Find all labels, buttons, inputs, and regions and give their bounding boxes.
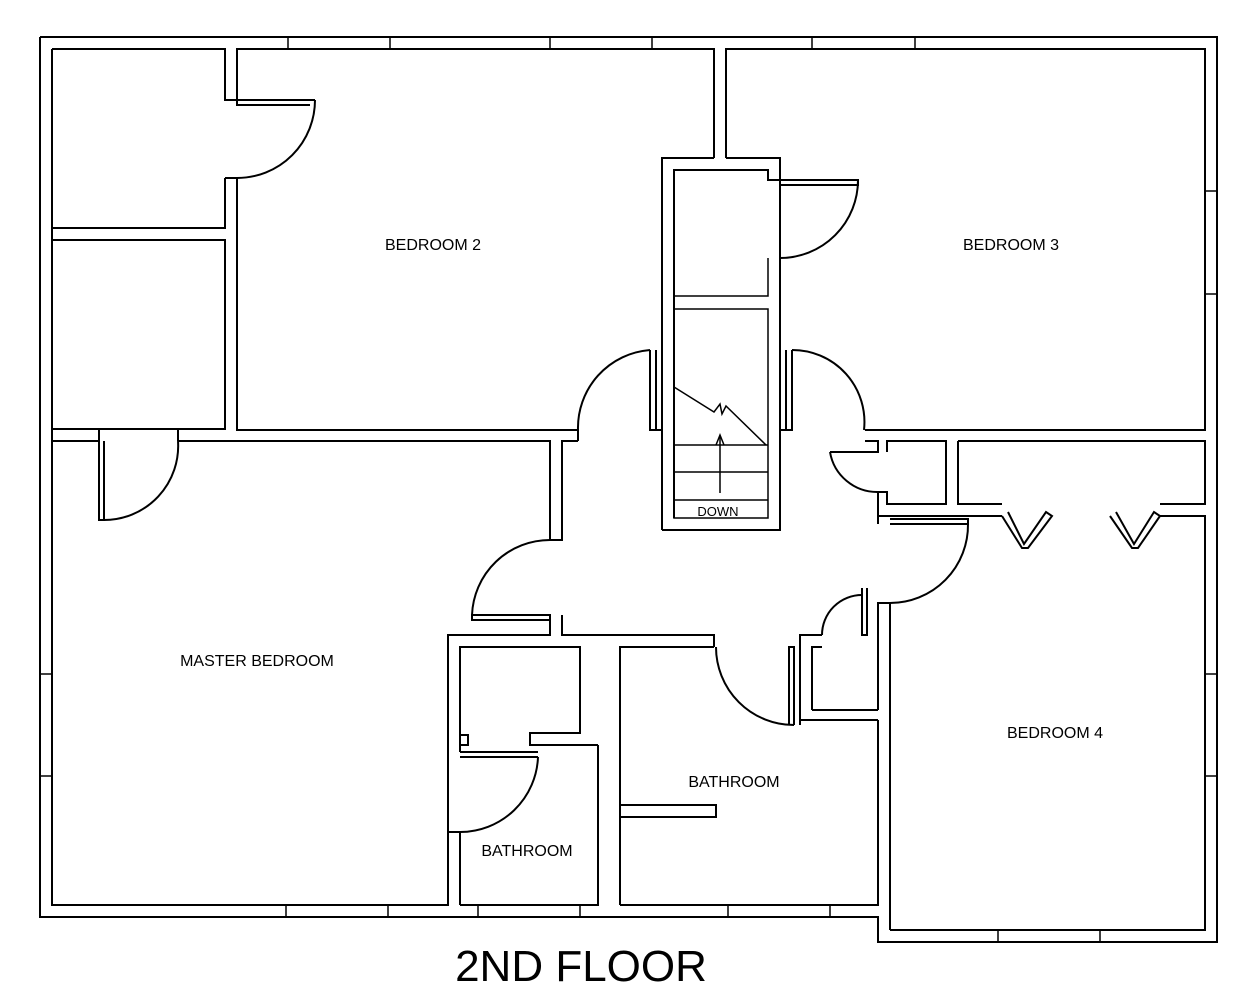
left-closets — [51, 99, 578, 431]
room-label-bedroom-3: BEDROOM 3 — [963, 237, 1059, 254]
window-marks — [40, 37, 1217, 942]
floor-title: 2ND FLOOR — [455, 942, 707, 991]
hall-bath-walls — [619, 634, 878, 905]
stair-doors — [576, 348, 866, 441]
exterior-walls — [39, 36, 1218, 943]
room-label-master-bathroom: BATHROOM — [481, 843, 572, 860]
room-label-master-bedroom: MASTER BEDROOM — [180, 653, 334, 670]
room-label-hall-bathroom: BATHROOM — [688, 774, 779, 791]
master-bath-walls — [447, 539, 715, 905]
hall-closets — [821, 440, 1206, 710]
room-label-bedroom-2: BEDROOM 2 — [385, 237, 481, 254]
stairs-down-label: DOWN — [697, 504, 738, 519]
stairwell — [661, 157, 859, 531]
master-walls — [52, 429, 578, 541]
room-label-bedroom-4: BEDROOM 4 — [1007, 725, 1103, 742]
